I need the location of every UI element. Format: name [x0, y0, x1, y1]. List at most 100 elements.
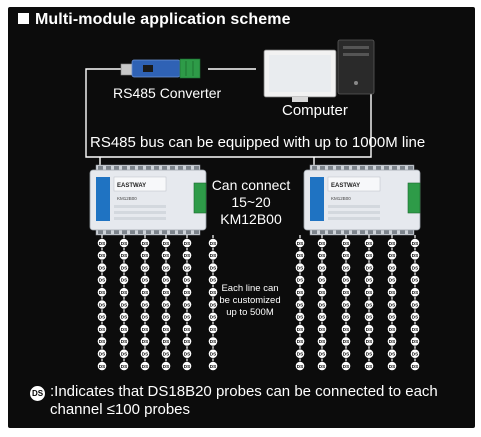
ds-probe-label: DS — [343, 339, 349, 344]
converter-label: RS485 Converter — [113, 85, 222, 101]
ds-probe-icon — [182, 250, 192, 261]
ds-probe-label: DS — [99, 302, 105, 307]
ds-probe-icon — [387, 287, 397, 298]
ds-probe-icon — [410, 250, 420, 261]
ds-probe-label: DS — [297, 364, 303, 369]
module-side-terminal — [193, 182, 207, 214]
ds-probe-icon — [161, 262, 171, 273]
ds-probe-icon — [341, 274, 351, 285]
ds-probe-label: DS — [297, 253, 303, 258]
ds-probe-icon — [364, 336, 374, 347]
ds-probe-icon — [341, 299, 351, 310]
ds-probe-icon — [364, 311, 374, 322]
ds-probe-label: DS — [389, 265, 395, 270]
module-screw-top — [154, 166, 159, 170]
ds-probe-icon — [317, 348, 327, 359]
ds-probe-icon — [140, 348, 150, 359]
connect-note: Can connect 15~20 KM12B00 — [206, 177, 296, 228]
ds-probe-label: DS — [412, 327, 418, 332]
ds-probe-icon — [317, 361, 327, 371]
ds-probe-label: DS — [297, 241, 303, 246]
ds-probe-icon — [387, 274, 397, 285]
ds-probe-label: DS — [142, 352, 148, 357]
module-screw-bottom — [368, 230, 373, 234]
ds-probe-icon — [182, 299, 192, 310]
module-vent — [328, 211, 380, 214]
module-model-text: KM12B00 — [331, 196, 351, 201]
ds-probe-label: DS — [121, 315, 127, 320]
module-screw-top — [384, 166, 389, 170]
ds-probe-icon — [182, 274, 192, 285]
module-screw-bottom — [106, 230, 111, 234]
ds-probe-label: DS — [163, 364, 169, 369]
ds-probe-label: DS — [366, 315, 372, 320]
ds-probe-label: DS — [99, 265, 105, 270]
ds-probe-icon — [317, 336, 327, 347]
ds-probe-icon — [119, 348, 129, 359]
module-vent — [328, 205, 380, 208]
ds-probe-label: DS — [121, 302, 127, 307]
ds-probe-icon — [410, 348, 420, 359]
ds-probe-icon — [182, 287, 192, 298]
module-label-panel — [113, 176, 167, 192]
ds-probe-label: DS — [210, 302, 216, 307]
connect-note-line1: Can connect — [211, 177, 291, 193]
module-screw-top — [392, 166, 397, 170]
ds-probe-label: DS — [389, 290, 395, 295]
ds-probe-label: DS — [297, 327, 303, 332]
ds-probe-icon — [295, 311, 305, 322]
ds-probe-icon — [387, 311, 397, 322]
ds-probe-icon — [341, 287, 351, 298]
ds-probe-icon — [140, 287, 150, 298]
ds-probe-icon — [119, 262, 129, 273]
ds-probe-icon — [97, 238, 107, 248]
module-screw-top — [328, 166, 333, 170]
ds-probe-icon — [97, 348, 107, 359]
ds-probe-label: DS — [389, 352, 395, 357]
ds-probe-icon — [119, 287, 129, 298]
ds-probe-label: DS — [343, 327, 349, 332]
ds-probe-label: DS — [184, 364, 190, 369]
ds-probe-icon — [410, 311, 420, 322]
converter-chip — [143, 65, 153, 72]
module-screw-bottom — [122, 230, 127, 234]
ds-probe-label: DS — [210, 253, 216, 258]
ds-probe-icon — [317, 238, 327, 248]
ds-probe-label: DS — [412, 290, 418, 295]
ds-probe-label: DS — [297, 352, 303, 357]
ds-probe-label: DS — [297, 290, 303, 295]
ds-probe-label: DS — [389, 315, 395, 320]
ds-probe-label: DS — [210, 327, 216, 332]
ds-probe-icon — [364, 250, 374, 261]
ds-probe-label: DS — [99, 278, 105, 283]
ds-probe-label: DS — [412, 253, 418, 258]
ds-probe-icon — [208, 238, 218, 248]
ds-probe-icon — [208, 299, 218, 310]
ds-probe-label: DS — [319, 339, 325, 344]
module-screw-top — [400, 166, 405, 170]
module-screw-bottom — [98, 230, 103, 234]
module-screw-top — [178, 166, 183, 170]
ds-probe-icon — [295, 336, 305, 347]
ds-probe-label: DS — [184, 265, 190, 270]
ds-probe-icon — [364, 262, 374, 273]
ds-probe-icon — [387, 324, 397, 334]
ds-probe-label: DS — [319, 352, 325, 357]
ds-probe-icon — [119, 274, 129, 285]
module-screw-top — [320, 166, 325, 170]
ds-probe-icon — [364, 348, 374, 359]
usb-plug — [120, 63, 133, 76]
module-screw-bottom — [360, 230, 365, 234]
ds-probe-icon — [208, 262, 218, 273]
module-screw-top — [162, 166, 167, 170]
converter-terminal — [179, 58, 201, 79]
ds-probe-label: DS — [412, 302, 418, 307]
module-brand-text: EASTWAY — [331, 183, 360, 189]
ds-probe-icon — [364, 361, 374, 371]
ds-probe-icon — [317, 250, 327, 261]
connect-note-line3: KM12B00 — [220, 211, 282, 227]
